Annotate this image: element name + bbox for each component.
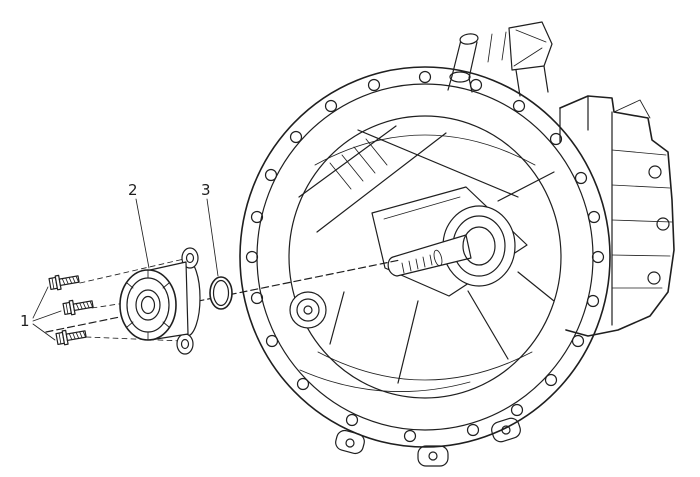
input-shaft — [387, 205, 516, 287]
callout-label-1: 1 — [20, 312, 30, 330]
side-gear-housing — [559, 95, 675, 337]
leader-line-2 — [135, 198, 150, 269]
bolt-bottom — [55, 329, 87, 346]
callout-1: 1 — [20, 286, 62, 341]
leader-line-1a — [32, 286, 49, 319]
leader-line-1c — [32, 323, 56, 341]
leader-line-3 — [206, 198, 219, 277]
callout-label-3: 3 — [201, 181, 211, 199]
flange-bolt-holes — [245, 70, 605, 443]
bolt-top — [48, 274, 80, 291]
callout-3: 3 — [201, 181, 219, 277]
bell-housing-flange — [239, 66, 611, 448]
breather-tube — [447, 33, 479, 93]
release-bearing-assembly — [119, 247, 201, 355]
bolt-middle — [62, 299, 94, 316]
leader-line-1b — [32, 310, 62, 322]
top-bracket — [487, 21, 553, 97]
mounting-tabs — [335, 417, 521, 467]
o-ring-seal — [209, 276, 233, 310]
callout-2: 2 — [128, 181, 150, 269]
fastener-bolts — [48, 274, 94, 346]
callout-label-2: 2 — [128, 181, 138, 199]
lower-bearing-boss — [289, 291, 327, 329]
